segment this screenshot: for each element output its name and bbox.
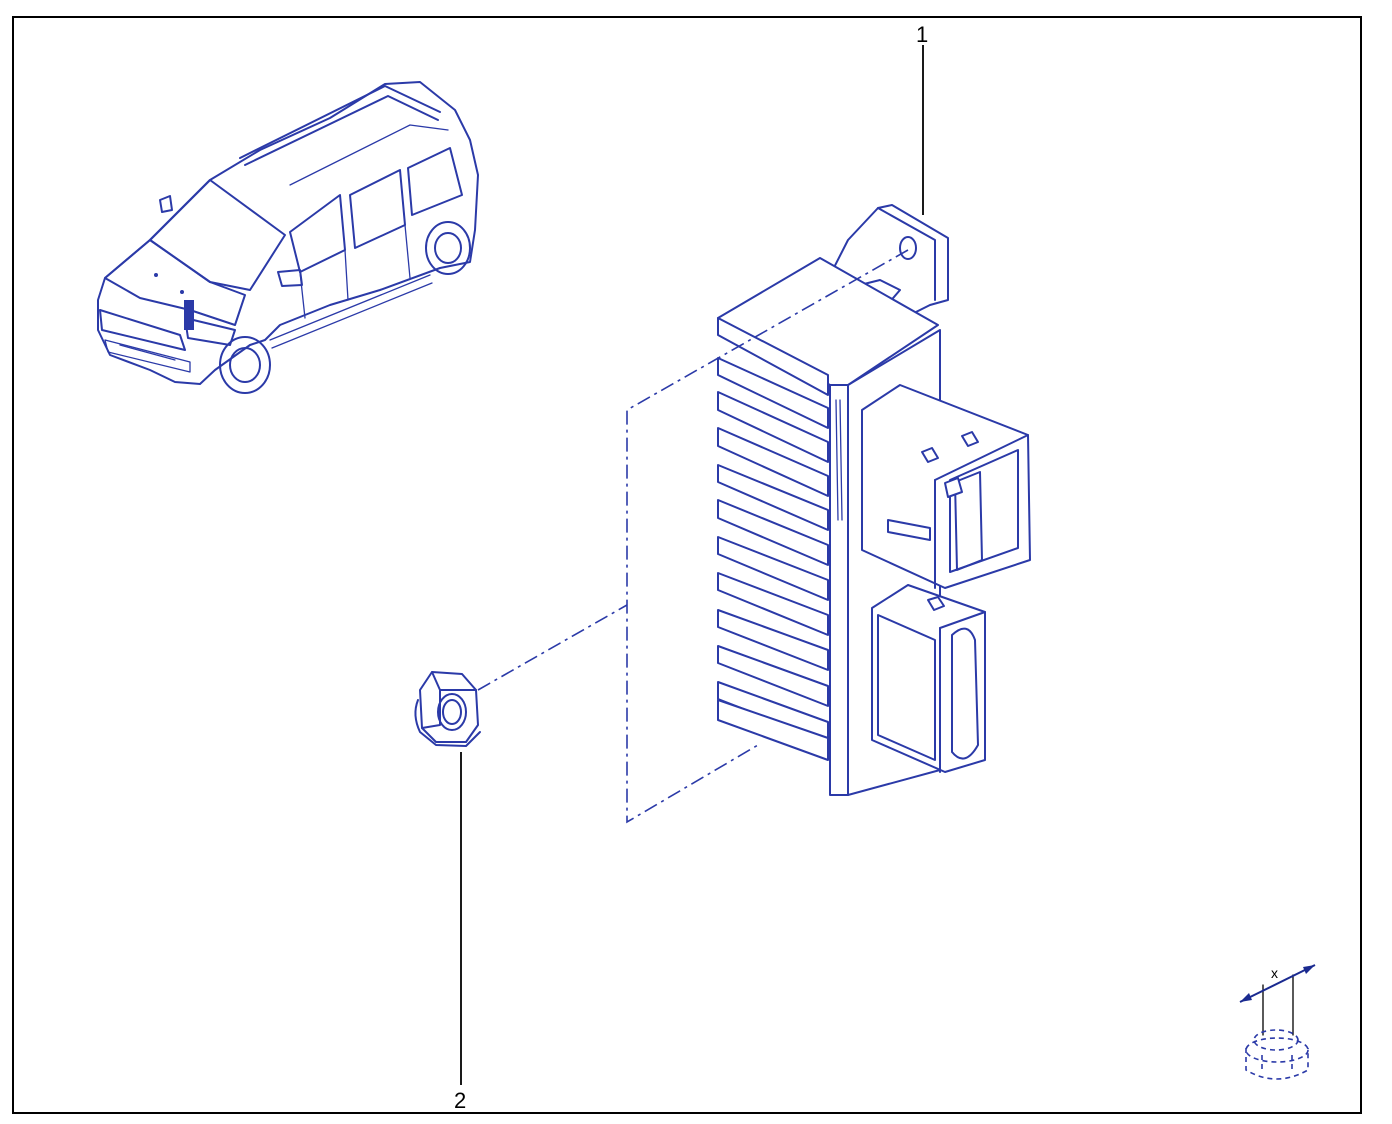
vehicle-locator-illustration bbox=[97, 81, 479, 394]
assembly-lines bbox=[477, 249, 909, 824]
callout-1: 1 bbox=[916, 22, 929, 47]
upper-connector bbox=[861, 384, 1031, 589]
callout-2: 2 bbox=[454, 1088, 467, 1113]
lower-connector bbox=[871, 584, 986, 773]
heat-sink-fins bbox=[717, 317, 829, 761]
torque-symbol: x bbox=[1239, 964, 1316, 1080]
location-marker bbox=[184, 300, 194, 330]
part-1-control-module bbox=[717, 204, 1031, 796]
part-2-flange-nut bbox=[414, 671, 481, 747]
torque-label: x bbox=[1271, 965, 1278, 981]
